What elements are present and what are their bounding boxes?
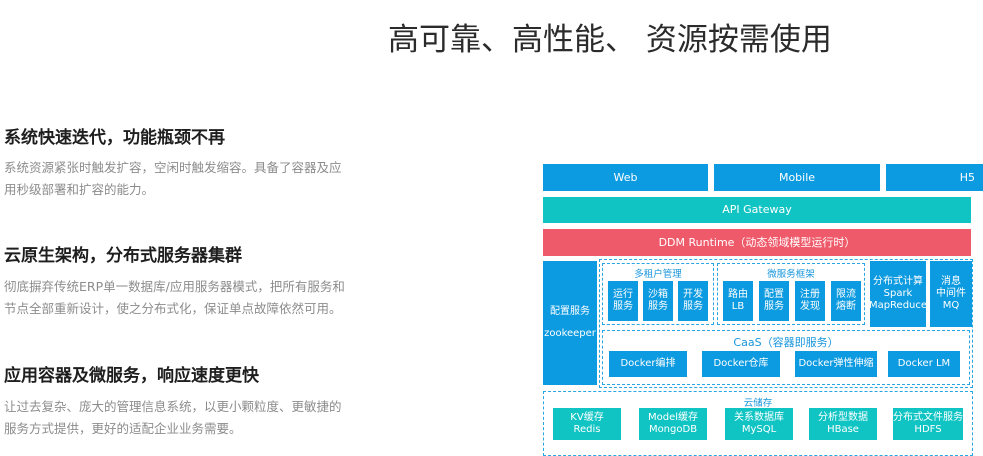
feature-3-heading: 应用容器及微服务，响应速度更快 bbox=[4, 366, 259, 386]
feature-1-heading: 系统快速迭代，功能瓶颈不再 bbox=[4, 128, 225, 148]
docker-lm: Docker LM bbox=[888, 351, 960, 377]
config-service-title: 配置服务 bbox=[550, 306, 590, 317]
microservice-ratelimit: 限流 熔断 bbox=[831, 281, 861, 321]
client-h5: H5 bbox=[886, 164, 983, 191]
docker-autoscaling: Docker弹性伸缩 bbox=[795, 351, 877, 377]
message-queue: 消息 中间件 MQ bbox=[930, 261, 972, 327]
docker-orchestration: Docker编排 bbox=[609, 351, 687, 377]
feature-1-line-1: 系统资源紧张时触发扩容，空闲时触发缩容。具备了容器及应 bbox=[4, 160, 342, 175]
caas-group bbox=[602, 330, 970, 385]
microservice-registry: 注册 发现 bbox=[795, 281, 825, 321]
architecture-diagram: Web Mobile H5 API Gateway DDM Runtime（动态… bbox=[543, 164, 983, 456]
api-gateway: API Gateway bbox=[543, 197, 971, 223]
feature-3-desc: 让过去复杂、庞大的管理信息系统，以更小颗粒度、更敏捷的 服务方式提供，更好的适配… bbox=[4, 396, 394, 440]
page-title: 高可靠、高性能、 资源按需使用 bbox=[388, 22, 832, 58]
feature-2-heading: 云原生架构，分布式服务器集群 bbox=[4, 246, 242, 266]
feature-3-line-1: 让过去复杂、庞大的管理信息系统，以更小颗粒度、更敏捷的 bbox=[4, 399, 342, 414]
caas-label: CaaS（容器即服务） bbox=[733, 336, 839, 349]
microservice-route-lb: 路由 LB bbox=[723, 281, 753, 321]
storage-hbase: 分析型数据 HBase bbox=[809, 408, 877, 440]
storage-hdfs: 分布式文件服务 HDFS bbox=[893, 408, 963, 440]
microservice-config: 配置 服务 bbox=[759, 281, 789, 321]
ddm-runtime: DDM Runtime（动态领域模型运行时） bbox=[543, 229, 971, 256]
multitenant-dev-service: 开发 服务 bbox=[678, 281, 708, 321]
microservice-group bbox=[717, 263, 865, 325]
microservice-label: 微服务框架 bbox=[767, 269, 815, 280]
storage-label: 云储存 bbox=[743, 398, 773, 409]
feature-2-desc: 彻底摒弃传统ERP单一数据库/应用服务器模式，把所有服务和 节点全部重新设计，使… bbox=[4, 276, 394, 320]
feature-1-line-2: 用秒级部署和扩容的能力。 bbox=[4, 182, 155, 197]
feature-2-line-1: 彻底摒弃传统ERP单一数据库/应用服务器模式，把所有服务和 bbox=[4, 279, 345, 294]
storage-redis: KV缓存 Redis bbox=[553, 408, 621, 440]
config-service-sub: zookeeper bbox=[544, 328, 596, 339]
storage-mysql: 关系数据库 MySQL bbox=[725, 408, 793, 440]
multitenant-group bbox=[602, 263, 714, 325]
multitenant-label: 多租户管理 bbox=[634, 269, 682, 280]
client-mobile: Mobile bbox=[714, 164, 880, 191]
client-web: Web bbox=[543, 164, 708, 191]
storage-mongodb: Model缓存 MongoDB bbox=[639, 408, 707, 440]
distributed-computing: 分布式计算 Spark MapReduce bbox=[869, 261, 927, 327]
feature-1-desc: 系统资源紧张时触发扩容，空闲时触发缩容。具备了容器及应 用秒级部署和扩容的能力。 bbox=[4, 157, 394, 201]
feature-2-line-2: 节点全部重新设计，使之分布式化，保证单点故障依然可用。 bbox=[4, 301, 342, 316]
docker-registry: Docker仓库 bbox=[702, 351, 780, 377]
config-service: 配置服务 zookeeper bbox=[543, 261, 597, 385]
feature-3-line-2: 服务方式提供，更好的适配企业业务需要。 bbox=[4, 421, 242, 436]
multitenant-run-service: 运行 服务 bbox=[608, 281, 638, 321]
multitenant-sandbox-service: 沙箱 服务 bbox=[643, 281, 673, 321]
services-container bbox=[599, 259, 973, 388]
